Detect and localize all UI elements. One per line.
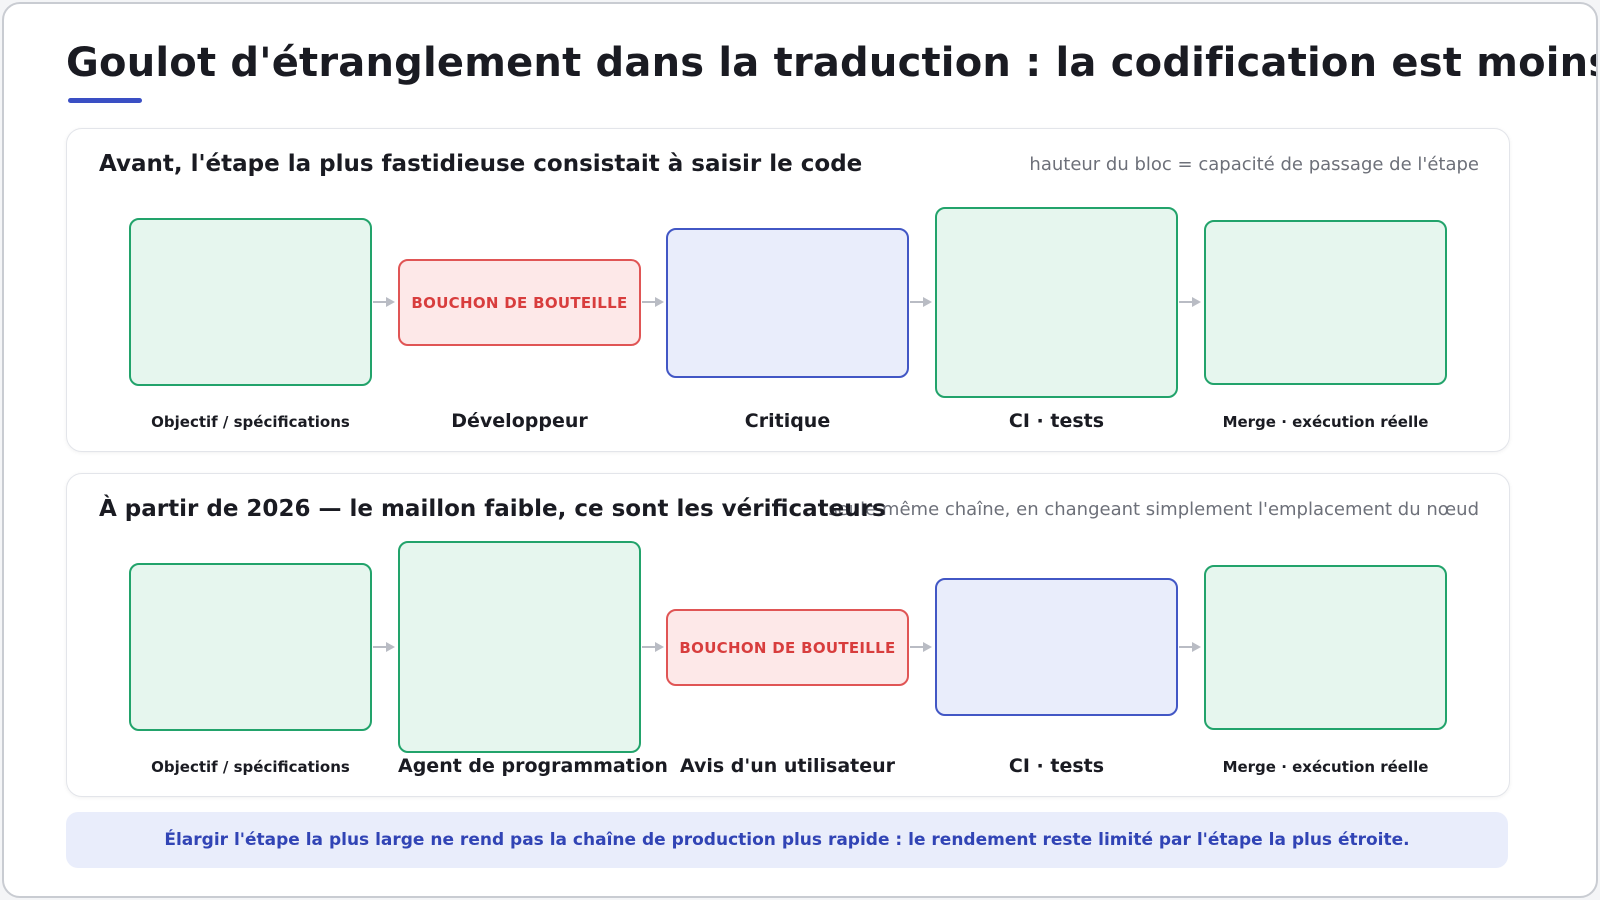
before-stage-3-label: Critique xyxy=(744,410,831,432)
before-stage-2-label: Développeur xyxy=(451,410,588,432)
panel-before: Avant, l'étape la plus fastidieuse consi… xyxy=(66,128,1510,452)
after-stage-2-label: Agent de programmation xyxy=(398,755,668,777)
after-stage-4-label: CI · tests xyxy=(1008,755,1105,777)
after-stage-4-box xyxy=(935,578,1178,716)
before-stage-4-label: CI · tests xyxy=(1008,410,1105,432)
after-stage-3-label: Avis d'un utilisateur xyxy=(679,755,896,777)
panel-after: seule même chaîne, en changeant simpleme… xyxy=(66,473,1510,797)
footer-text: Élargir l'étape la plus large ne rend pa… xyxy=(164,830,1410,850)
arrow-right-icon xyxy=(1179,642,1201,652)
arrow-right-icon xyxy=(373,642,395,652)
before-stage-2-box: BOUCHON DE BOUTEILLE xyxy=(398,259,641,346)
after-stage-1-label: Objectif / spécifications xyxy=(151,758,350,776)
before-stage-1-label: Objectif / spécifications xyxy=(151,413,350,431)
page-title: Goulot d'étranglement dans la traduction… xyxy=(66,40,1598,86)
after-stage-5-label: Merge · exécution réelle xyxy=(1222,758,1429,776)
panel-before-title: Avant, l'étape la plus fastidieuse consi… xyxy=(99,151,863,177)
bottleneck-badge: BOUCHON DE BOUTEILLE xyxy=(411,293,628,312)
after-stage-2-box xyxy=(398,541,641,753)
footer-callout: Élargir l'étape la plus large ne rend pa… xyxy=(66,812,1508,868)
panel-after-note: seule même chaîne, en changeant simpleme… xyxy=(828,499,1479,520)
arrow-right-icon xyxy=(642,642,664,652)
panel-after-title: À partir de 2026 — le maillon faible, ce… xyxy=(99,496,886,522)
after-stage-1-box xyxy=(129,563,372,731)
before-stage-5-box xyxy=(1204,220,1447,385)
before-stage-1-box xyxy=(129,218,372,386)
arrow-right-icon xyxy=(910,297,932,307)
after-stage-5-box xyxy=(1204,565,1447,730)
arrow-right-icon xyxy=(642,297,664,307)
panel-before-note: hauteur du bloc = capacité de passage de… xyxy=(1029,154,1479,175)
arrow-right-icon xyxy=(1179,297,1201,307)
arrow-right-icon xyxy=(373,297,395,307)
arrow-right-icon xyxy=(910,642,932,652)
before-stage-3-box xyxy=(666,228,909,378)
before-stage-5-label: Merge · exécution réelle xyxy=(1222,413,1429,431)
bottleneck-badge: BOUCHON DE BOUTEILLE xyxy=(679,638,896,657)
before-stage-4-box xyxy=(935,207,1178,398)
title-underline xyxy=(68,98,142,103)
after-stage-3-box: BOUCHON DE BOUTEILLE xyxy=(666,609,909,686)
